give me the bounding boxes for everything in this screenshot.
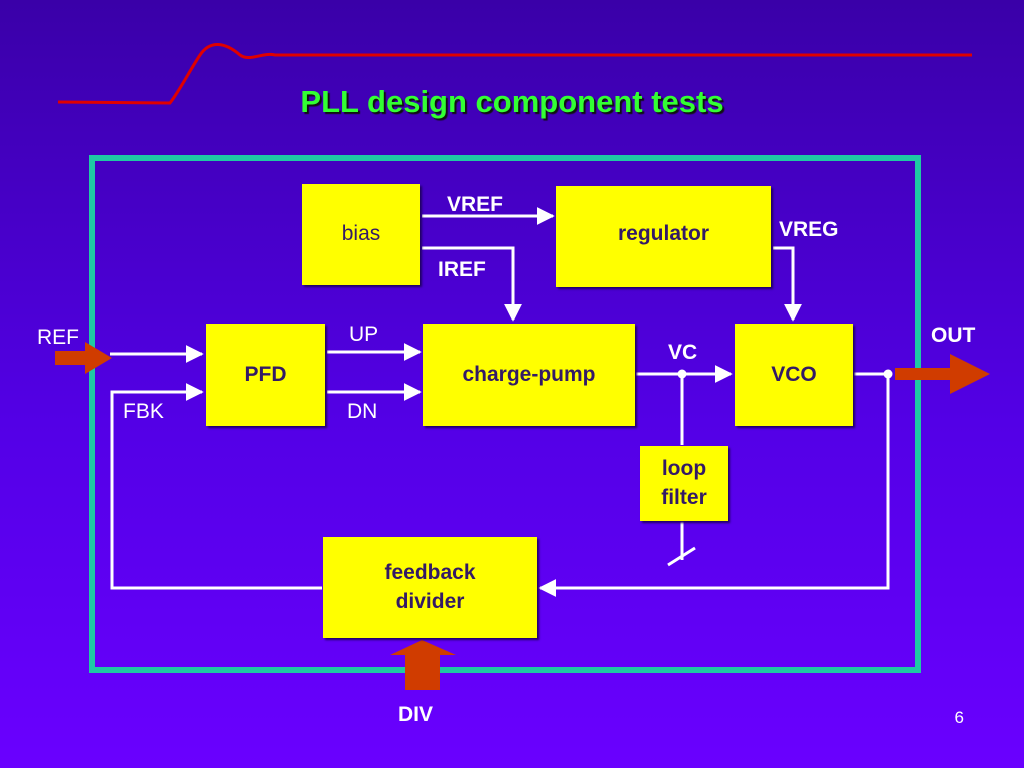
div-input-arrow <box>390 640 456 690</box>
regulator-block: regulator <box>556 186 771 287</box>
vref-label: VREF <box>447 193 504 216</box>
ground-symbol <box>667 546 696 567</box>
pfd-block: PFD <box>206 324 325 426</box>
out-output-arrow <box>895 354 990 394</box>
vreg-wire <box>773 246 802 322</box>
vco-label: VCO <box>771 362 817 386</box>
feedback-divider-block: feedback divider <box>323 537 537 638</box>
ref-label: REF <box>37 326 79 349</box>
page-number: 6 <box>954 708 964 727</box>
out-node-dot <box>883 369 893 379</box>
ref-input-arrow <box>55 342 112 374</box>
fbk-label: FBK <box>123 400 164 423</box>
iref-wire <box>422 246 522 322</box>
vreg-label: VREG <box>779 218 839 241</box>
fbk-wire <box>110 383 322 590</box>
up-label: UP <box>349 323 379 346</box>
vco-block: VCO <box>735 324 853 426</box>
slide-title: PLL design component tests <box>300 84 724 119</box>
div-label: DIV <box>398 703 434 726</box>
iref-label: IREF <box>438 258 486 281</box>
bias-label: bias <box>341 222 381 246</box>
regulator-label: regulator <box>617 222 709 246</box>
vc-node-dot <box>677 369 687 379</box>
output-feedback-wire <box>538 372 890 597</box>
vc-label: VC <box>668 341 698 364</box>
test-boundary-frame <box>89 155 921 673</box>
dn-label: DN <box>347 400 378 423</box>
bias-block: bias <box>302 184 420 285</box>
pfd-label: PFD <box>244 362 287 386</box>
header-line-decoration <box>57 43 972 105</box>
charge-pump-block: charge-pump <box>423 324 635 426</box>
feedback-divider-label: feedback divider <box>384 561 476 613</box>
charge-pump-label: charge-pump <box>462 362 596 386</box>
loop-filter-block: loop filter <box>640 446 728 521</box>
out-label: OUT <box>931 324 976 347</box>
loop-filter-label: loop filter <box>661 457 707 509</box>
